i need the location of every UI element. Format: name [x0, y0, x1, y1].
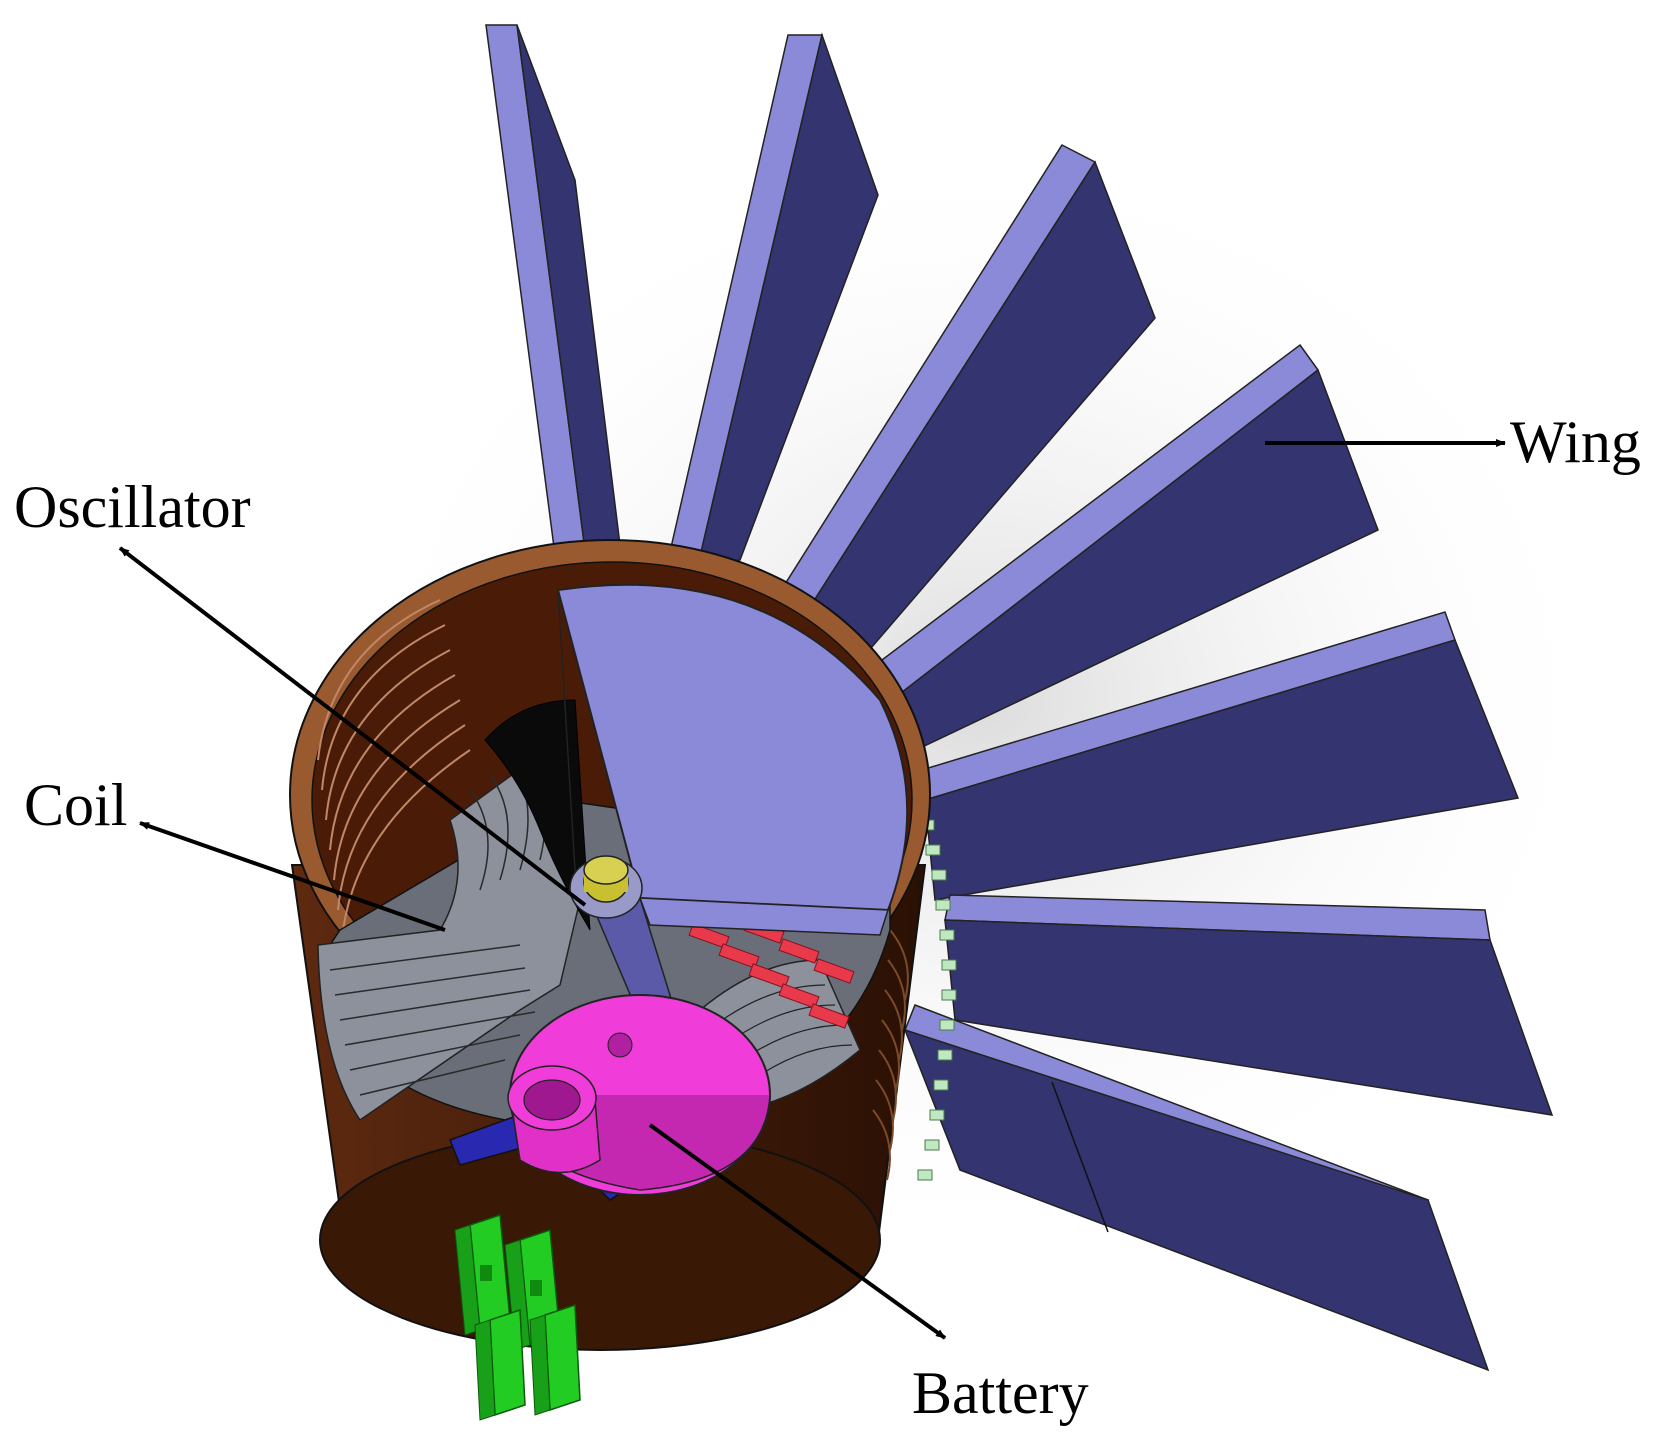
wing-blades: [485, 24, 1554, 1372]
connectors: [454, 1213, 581, 1421]
wing-blade-5: [914, 611, 1520, 901]
wing-blade-4: [860, 343, 1379, 762]
wing-label: Wing: [1510, 409, 1641, 475]
shaft: [569, 855, 643, 919]
oscillator-arrow: [118, 546, 587, 907]
wing-blade-7: [903, 1004, 1490, 1372]
coil-label: Coil: [24, 772, 128, 838]
coil-stack: [317, 699, 861, 1122]
battery-label: Battery: [912, 1360, 1089, 1426]
coil-arrow: [139, 821, 446, 932]
wing-blade-6: [944, 894, 1554, 1116]
oscillator-plate: [556, 583, 909, 1066]
wing-blade-2: [666, 32, 879, 566]
battery-arrow: [648, 1123, 947, 1340]
oscillator-label: Oscillator: [14, 474, 251, 540]
callout-arrows: [118, 439, 1506, 1340]
